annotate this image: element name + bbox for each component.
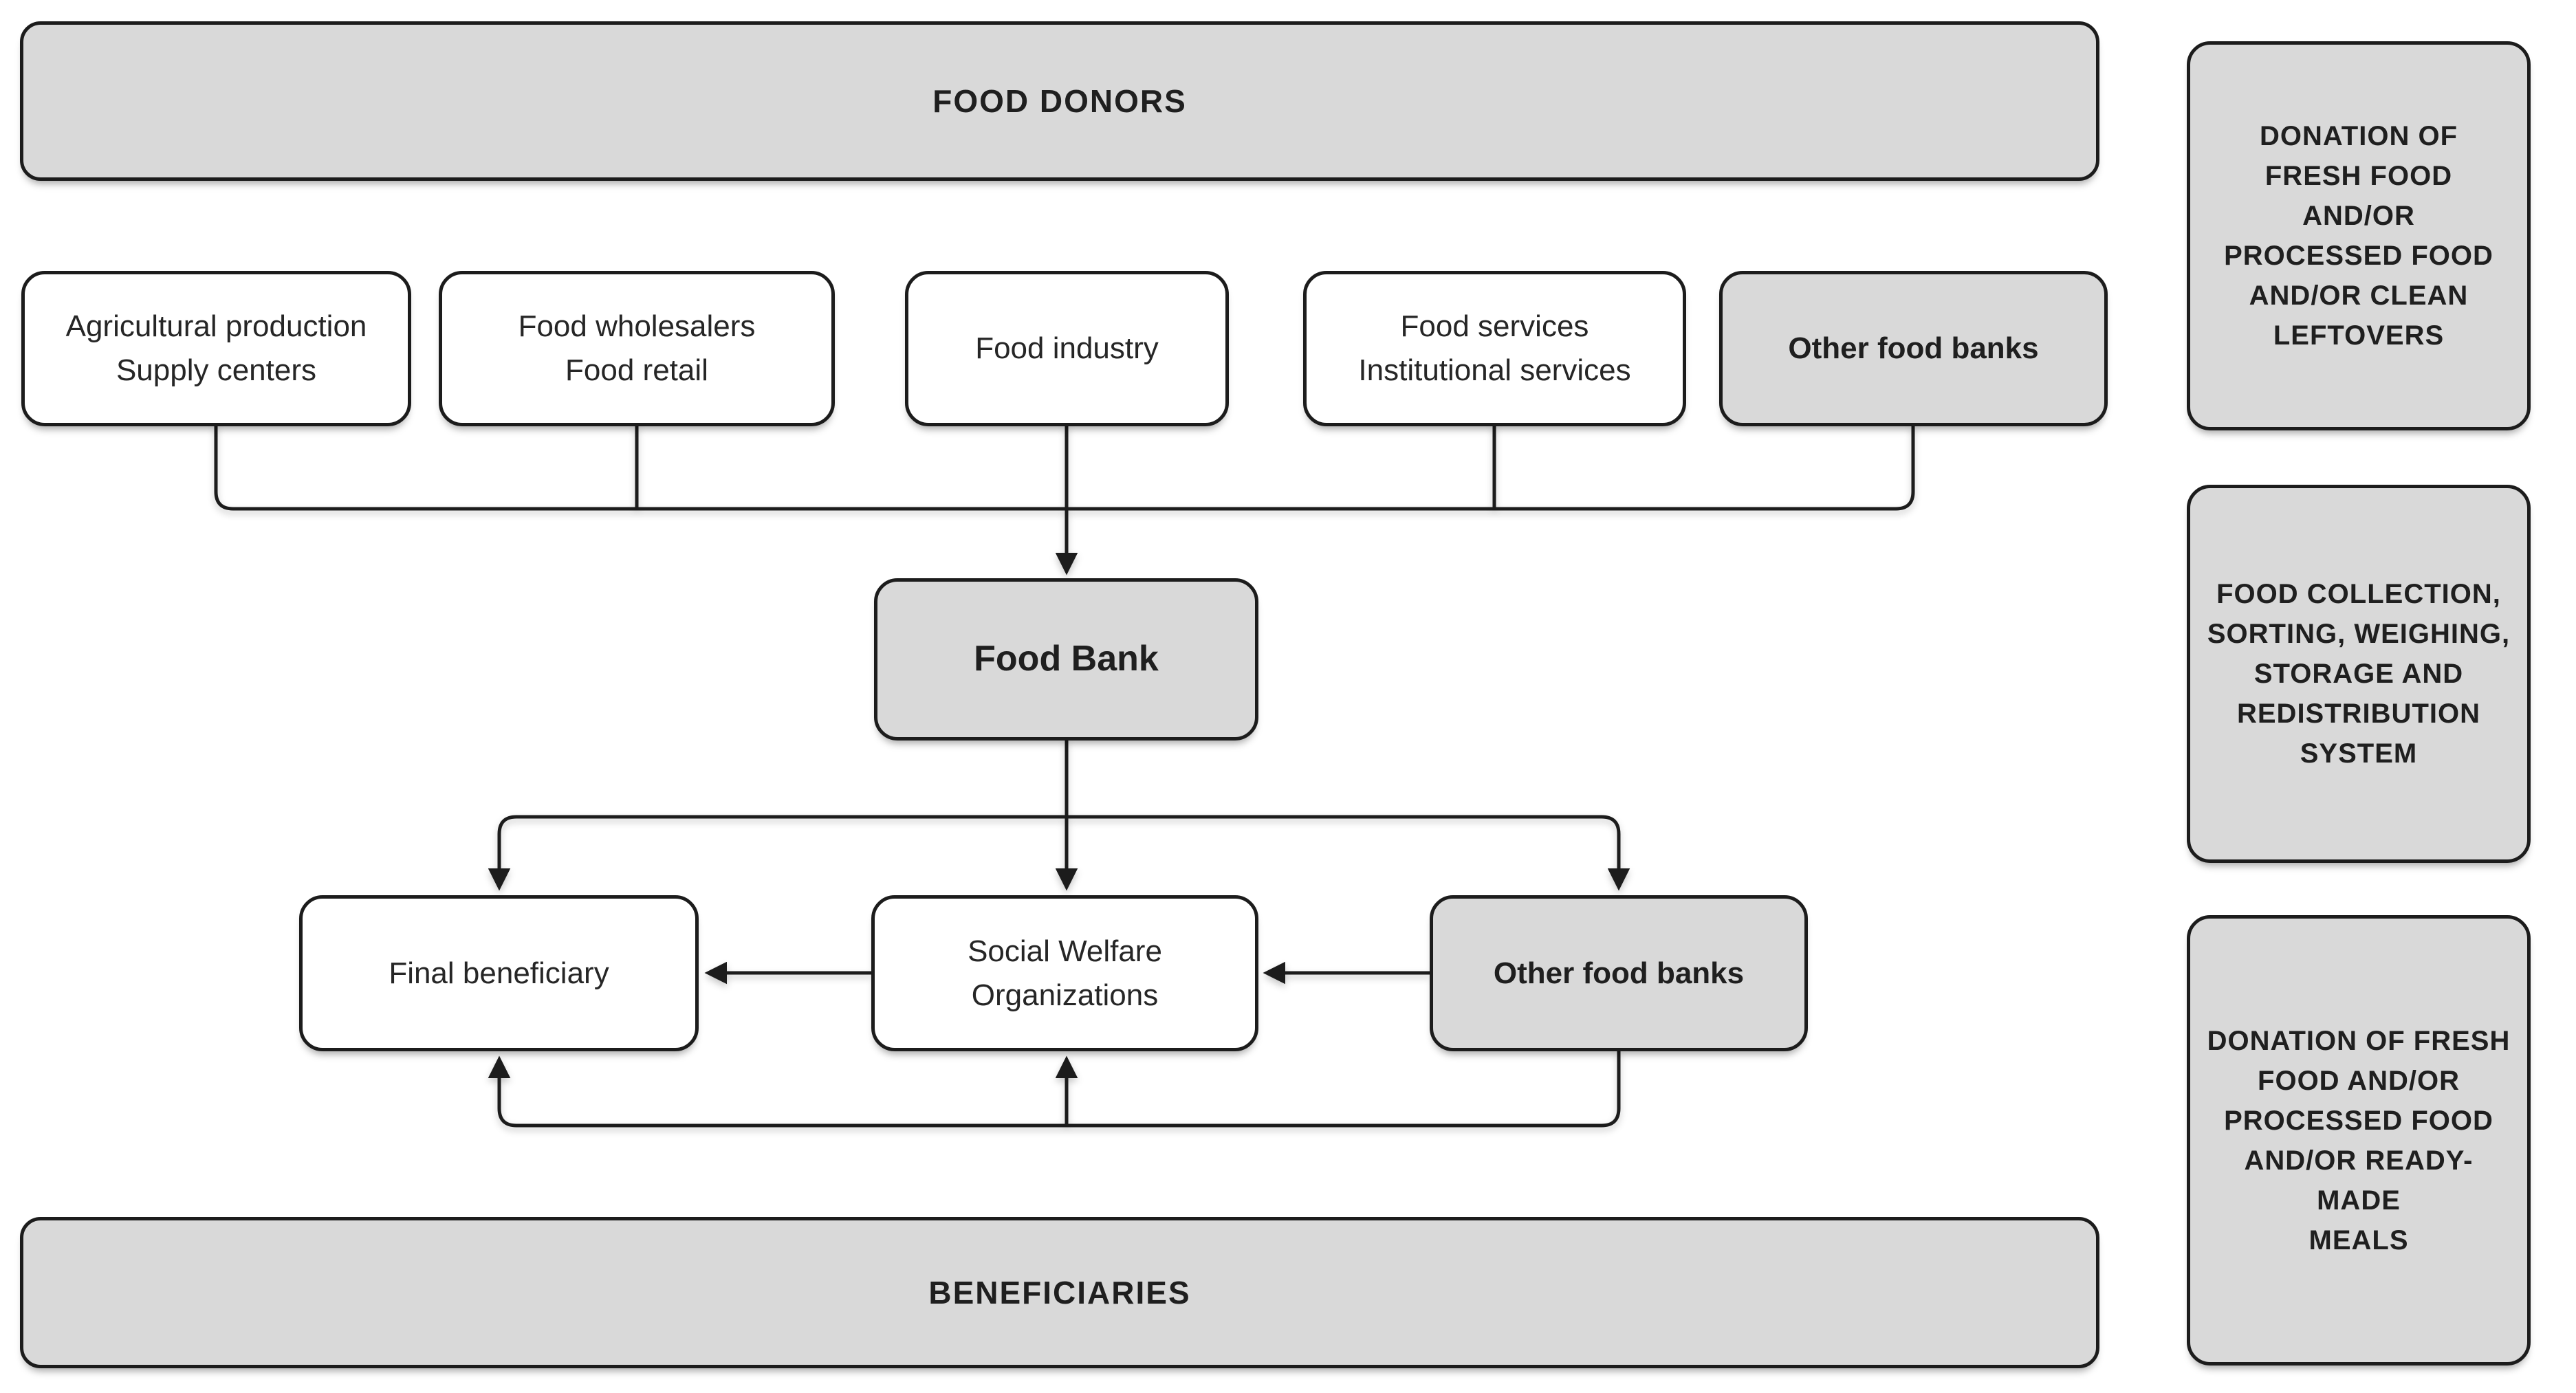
other-food-banks-lower-box-label: Other food banks [1493, 956, 1745, 990]
beneficiaries-banner-label: BENEFICIARIES [928, 1274, 1191, 1310]
donor-box-food-services-label: Food services Institutional services [1358, 309, 1631, 387]
food-donors-banner-label: FOOD DONORS [932, 83, 1187, 119]
social-welfare-organizations-box-label: Social Welfare Organizations [968, 934, 1162, 1012]
beneficiaries-banner: BENEFICIARIES [20, 1217, 2099, 1368]
branch-to-other-food-banks [1067, 815, 1630, 891]
side-note-food-collection-system: FOOD COLLECTION, SORTING, WEIGHING, STOR… [2187, 485, 2531, 863]
donor-box-food-wholesalers-label: Food wholesalers Food retail [518, 309, 756, 387]
side-note-donation-ready-made-meals: DONATION OF FRESH FOOD AND/OR PROCESSED … [2187, 915, 2531, 1365]
other-food-banks-lower-box: Other food banks [1430, 895, 1808, 1051]
food-donors-banner: FOOD DONORS [20, 21, 2099, 181]
bottom-bus-to-final [488, 1051, 1621, 1128]
donor-box-food-wholesalers: Food wholesalers Food retail [439, 271, 835, 426]
branch-to-final-beneficiary [488, 815, 1067, 891]
side-note-donation-fresh-processed-leftovers-label: DONATION OF FRESH FOOD AND/OR PROCESSED … [2224, 121, 2493, 351]
side-note-donation-ready-made-meals-label: DONATION OF FRESH FOOD AND/OR PROCESSED … [2207, 1025, 2511, 1255]
donor-box-food-industry-label: Food industry [975, 331, 1159, 366]
food-bank-box: Food Bank [874, 578, 1258, 741]
donor-box-other-food-banks: Other food banks [1719, 271, 2108, 426]
social-welfare-organizations-box: Social Welfare Organizations [871, 895, 1258, 1051]
donor-box-other-food-banks-label: Other food banks [1788, 331, 2039, 366]
donor-box-food-industry: Food industry [905, 271, 1229, 426]
food-bank-box-label: Food Bank [974, 639, 1159, 679]
donor-box-food-services: Food services Institutional services [1303, 271, 1686, 426]
side-note-donation-fresh-processed-leftovers: DONATION OF FRESH FOOD AND/OR PROCESSED … [2187, 41, 2531, 430]
donor-box-agricultural-production: Agricultural production Supply centers [21, 271, 411, 426]
final-beneficiary-box-label: Final beneficiary [389, 956, 609, 990]
final-beneficiary-box: Final beneficiary [299, 895, 699, 1051]
donor-box-agricultural-production-label: Agricultural production Supply centers [65, 309, 367, 387]
side-note-food-collection-system-label: FOOD COLLECTION, SORTING, WEIGHING, STOR… [2207, 579, 2511, 769]
donor-bus-line [214, 425, 1915, 511]
